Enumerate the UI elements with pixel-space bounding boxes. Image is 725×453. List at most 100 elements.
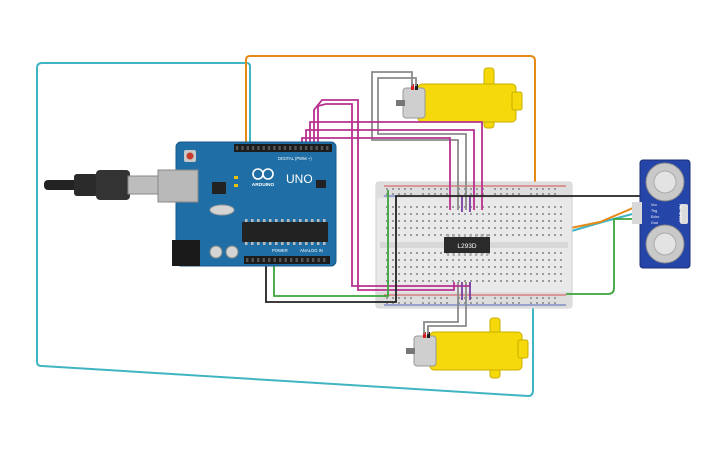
bb-hole: [554, 280, 556, 282]
mcu-pin: [299, 219, 302, 222]
bb-hole: [392, 206, 394, 208]
bb-hole: [386, 234, 388, 236]
bb-hole: [560, 213, 562, 215]
wire-green-5v[interactable]: [273, 190, 389, 297]
header-pin: [320, 146, 324, 150]
bb-hole: [554, 273, 556, 275]
bb-hole: [512, 227, 514, 229]
mcu-pin: [281, 219, 284, 222]
bb-rail-hole: [554, 193, 556, 195]
bb-hole: [488, 227, 490, 229]
bb-hole: [488, 280, 490, 282]
bb-hole: [440, 220, 442, 222]
mcu-pin: [263, 242, 266, 245]
bb-rail-hole: [440, 297, 442, 299]
bb-hole: [548, 227, 550, 229]
bb-hole: [476, 227, 478, 229]
mcu-pin: [305, 219, 308, 222]
mcu-pin: [257, 219, 260, 222]
bb-hole: [398, 280, 400, 282]
bb-hole: [530, 206, 532, 208]
bb-rail-hole: [458, 297, 460, 299]
bb-hole: [404, 266, 406, 268]
header-pin: [257, 146, 260, 150]
bb-hole: [560, 266, 562, 268]
bb-hole: [476, 206, 478, 208]
bb-hole: [416, 266, 418, 268]
wires-magenta[interactable]: [301, 99, 483, 291]
bb-hole: [434, 259, 436, 261]
wires-purple[interactable]: [461, 195, 471, 300]
bb-hole: [404, 259, 406, 261]
header-pin: [323, 258, 326, 262]
header-pin: [262, 258, 265, 262]
bb-hole: [554, 213, 556, 215]
bb-rail-hole: [428, 188, 430, 190]
bb-hole: [434, 266, 436, 268]
bb-hole: [488, 213, 490, 215]
bb-hole: [386, 259, 388, 261]
bb-rail-hole: [494, 302, 496, 304]
bb-hole: [458, 213, 460, 215]
arduino-uno: DIGITAL (PWM ~) ARDUINO UNO POWER ANALOG…: [157, 141, 337, 267]
bb-hole: [422, 227, 424, 229]
bb-hole: [446, 259, 448, 261]
bb-rail-hole: [464, 297, 466, 299]
mcu-pin: [245, 219, 248, 222]
bb-hole: [512, 213, 514, 215]
bb-rail-hole: [542, 297, 544, 299]
bb-rail-hole: [446, 297, 448, 299]
bb-hole: [542, 259, 544, 261]
bb-rail-hole: [554, 297, 556, 299]
bb-hole: [548, 259, 550, 261]
chip-label: L293D: [457, 243, 476, 250]
bb-rail-hole: [554, 188, 556, 190]
bb-hole: [482, 227, 484, 229]
bb-hole: [464, 213, 466, 215]
chip-pin: [480, 234, 483, 237]
bb-hole: [398, 206, 400, 208]
bb-hole: [410, 227, 412, 229]
mcu-pin: [311, 219, 314, 222]
bb-rail-hole: [398, 188, 400, 190]
bb-hole: [542, 280, 544, 282]
bb-rail-hole: [542, 193, 544, 195]
bb-hole: [470, 227, 472, 229]
bb-hole: [554, 220, 556, 222]
model-label: UNO: [286, 172, 313, 186]
power-header-label: POWER: [272, 248, 288, 253]
bb-hole: [428, 206, 430, 208]
bb-rail-hole: [464, 188, 466, 190]
bb-hole: [560, 252, 562, 254]
wires-gray[interactable]: [371, 71, 467, 334]
mcu-pin: [299, 242, 302, 245]
bb-rail-hole: [434, 302, 436, 304]
bb-hole: [530, 259, 532, 261]
sensor-label: HC-SR04: [678, 204, 683, 223]
header-pin: [236, 146, 239, 150]
bb-hole: [560, 280, 562, 282]
bb-hole: [410, 234, 412, 236]
bb-rail-hole: [440, 193, 442, 195]
ultrasonic-sensor: Vcc Trig Echo Gnd HC-SR04: [632, 159, 691, 269]
bb-hole: [536, 213, 538, 215]
bb-hole: [548, 280, 550, 282]
mcu-pin: [293, 242, 296, 245]
header-pin: [284, 258, 287, 262]
bb-hole: [404, 252, 406, 254]
bb-hole: [494, 220, 496, 222]
bb-hole: [464, 206, 466, 208]
bb-hole: [512, 220, 514, 222]
header-pin: [251, 258, 254, 262]
bb-hole: [530, 280, 532, 282]
bb-hole: [464, 266, 466, 268]
wire-green-sensor[interactable]: [566, 218, 640, 295]
bb-hole: [422, 213, 424, 215]
header-pin: [289, 146, 292, 150]
bb-hole: [530, 266, 532, 268]
mcu-pin: [251, 219, 254, 222]
wire-black-gnd[interactable]: [265, 195, 640, 303]
bb-hole: [518, 220, 520, 222]
bb-hole: [452, 259, 454, 261]
bb-rail-hole: [404, 297, 406, 299]
